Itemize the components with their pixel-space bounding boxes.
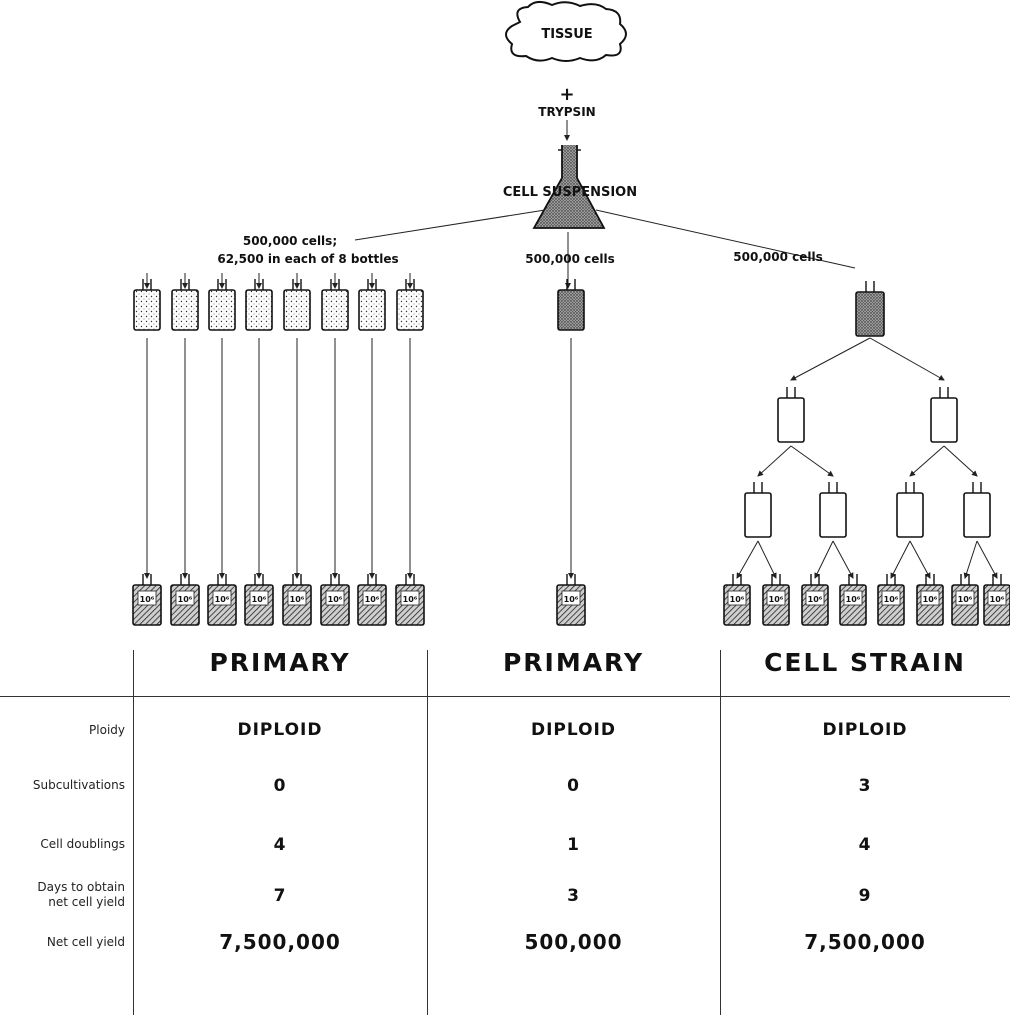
cell-net-yield-1: 7,500,000 [219,930,341,954]
right-branch-label: 500,000 cells [733,250,822,264]
table-divider-1 [133,650,134,1015]
table-header-rule [0,696,1010,697]
cell-ploidy-2: DIPLOID [530,720,616,740]
final-bottle-3-6: 10⁶ [916,574,944,626]
cell-doublings-2: 1 [567,835,580,855]
cell-subcultivations-2: 0 [567,776,580,796]
strain-bottle-level-1-2 [930,387,958,443]
primary-bottle-7 [358,279,386,331]
cell-subcultivations-3: 3 [858,776,872,796]
cell-days-2: 3 [567,886,580,906]
final-bottle-3-7: 10⁶ [951,574,979,626]
row-label-cell-doublings: Cell doublings [40,837,125,851]
yield-count-label: 10⁶ [178,595,193,604]
final-bottle-3-3: 10⁶ [801,574,829,626]
cell-days-3: 9 [858,886,872,906]
yield-count-label: 10⁶ [252,595,267,604]
final-bottle-1-7: 10⁶ [357,574,387,626]
final-bottle-3-5: 10⁶ [877,574,905,626]
primary-bottle-8 [396,279,424,331]
left-branch-label-2: 62,500 in each of 8 bottles [217,252,398,266]
strain-bottle-level-0 [855,281,885,337]
cell-suspension-label: CELL SUSPENSION [503,185,637,200]
yield-count-label: 10⁶ [808,595,823,604]
yield-count-label: 10⁶ [140,595,155,604]
column-heading-2: PRIMARY [502,648,645,677]
primary-bottle-1 [133,279,161,331]
strain-bottle-level-2-3 [896,482,924,538]
row-label-net-yield: Net cell yield [46,935,125,949]
primary-bottle-5 [283,279,311,331]
yield-count-label: 10⁶ [328,595,343,604]
cell-ploidy-3: DIPLOID [822,720,908,740]
yield-count-label: 10⁶ [215,595,230,604]
final-bottle-1-4: 10⁶ [244,574,274,626]
strain-bottle-level-1-1 [777,387,805,443]
final-bottle-3-8: 10⁶ [983,574,1010,626]
tissue-label: TISSUE [541,27,592,42]
final-bottle-1-3: 10⁶ [207,574,237,626]
table-divider-3 [720,650,721,1015]
cell-net-yield-3: 7,500,000 [804,930,926,954]
final-bottle-1-8: 10⁶ [395,574,425,626]
cell-subcultivations-1: 0 [273,776,287,796]
final-bottle-3-1: 10⁶ [723,574,751,626]
final-bottle-2: 10⁶ [556,574,586,626]
tissue-cloud [505,1,627,62]
yield-count-label: 10⁶ [564,595,579,604]
row-label-subcultivations: Subcultivations [32,778,125,792]
cell-doublings-3: 4 [858,835,872,855]
column-heading-3: CELL STRAIN [764,648,966,677]
row-label-days-line1: Days to obtain [37,880,125,894]
yield-count-label: 10⁶ [365,595,380,604]
column-heading-1: PRIMARY [209,648,351,677]
row-label-days-line2: net cell yield [48,895,125,909]
final-bottle-1-2: 10⁶ [170,574,200,626]
final-bottle-1-1: 10⁶ [132,574,162,626]
strain-bottle-level-2-2 [819,482,847,538]
cell-culture-flow-diagram: TISSUE + TRYPSIN CELL SUSPENSION 500,000… [132,1,1010,626]
yield-count-label: 10⁶ [923,595,938,604]
cell-net-yield-2: 500,000 [524,930,623,954]
yield-count-label: 10⁶ [958,595,973,604]
cell-ploidy-1: DIPLOID [237,720,323,740]
left-branch-label-1: 500,000 cells; [243,234,337,248]
middle-branch-label: 500,000 cells [525,252,614,266]
yield-count-label: 10⁶ [730,595,745,604]
row-label-days: Days to obtain net cell yield [37,880,125,910]
cell-doublings-1: 4 [273,835,287,855]
final-bottle-3-2: 10⁶ [762,574,790,626]
primary-bottle-3 [208,279,236,331]
table-divider-2 [427,650,428,1015]
primary-bottle-2 [171,279,199,331]
strain-bottle-level-2-1 [744,482,772,538]
final-bottle-1-6: 10⁶ [320,574,350,626]
yield-count-label: 10⁶ [990,595,1005,604]
final-bottle-3-4: 10⁶ [839,574,867,626]
middle-primary-bottle [557,279,585,331]
yield-count-label: 10⁶ [403,595,418,604]
final-bottle-1-5: 10⁶ [282,574,312,626]
cell-days-1: 7 [273,886,287,906]
yield-count-label: 10⁶ [290,595,305,604]
trypsin-label: TRYPSIN [538,105,595,119]
row-label-ploidy: Ploidy [89,723,125,737]
suspension-flask [532,145,606,229]
primary-bottle-4 [245,279,273,331]
yield-count-label: 10⁶ [884,595,899,604]
strain-bottle-level-2-4 [963,482,991,538]
yield-count-label: 10⁶ [769,595,784,604]
primary-bottle-6 [321,279,349,331]
plus-sign: + [559,84,574,105]
yield-count-label: 10⁶ [846,595,861,604]
